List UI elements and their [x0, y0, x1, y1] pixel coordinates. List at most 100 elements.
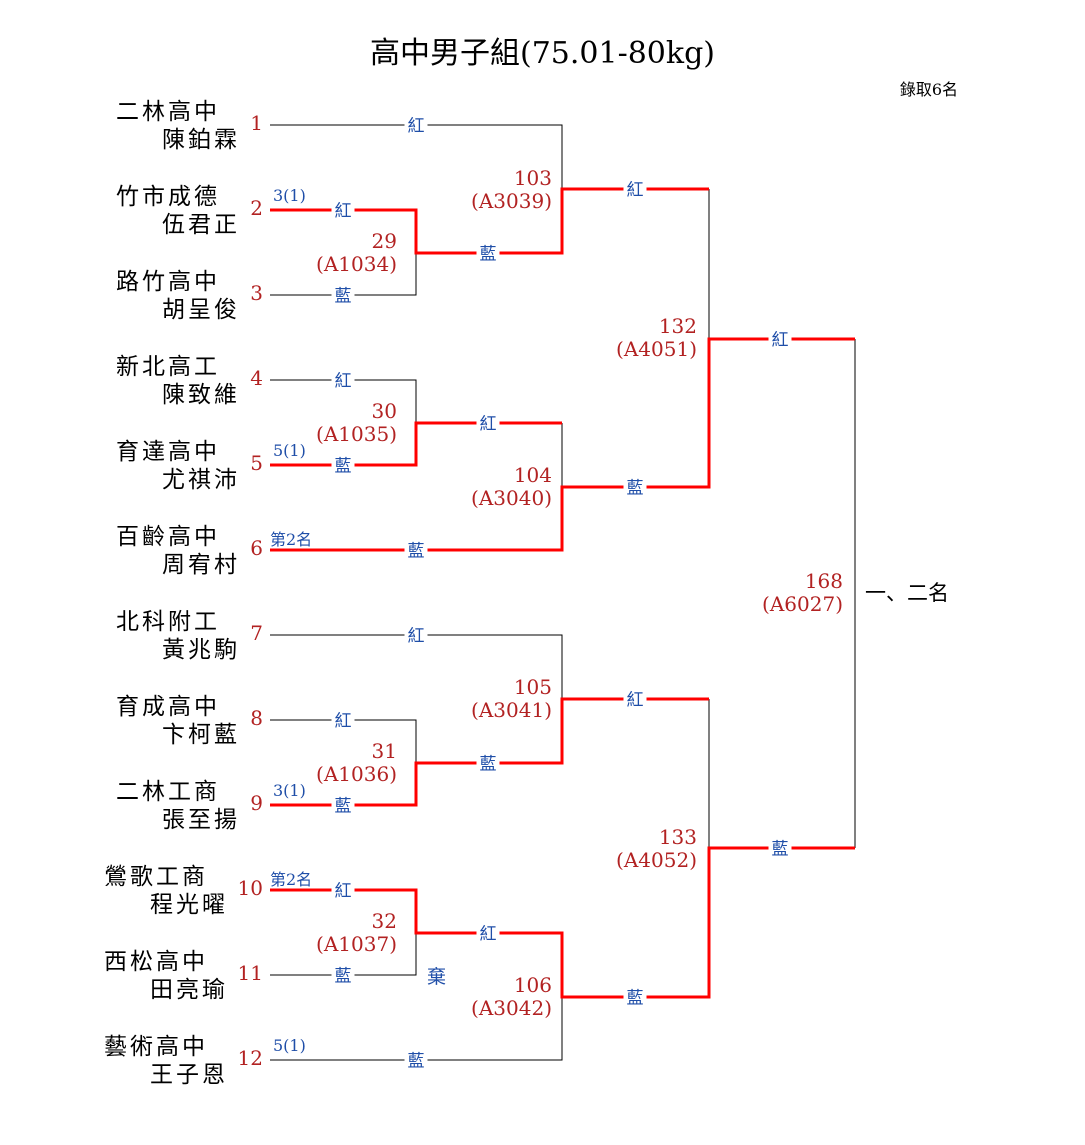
seed-number: 2 — [250, 196, 263, 220]
athlete-name: 黃兆駒 — [162, 637, 240, 663]
line-entry-7 — [270, 634, 563, 699]
seed-number: 1 — [250, 111, 263, 135]
match-label: 29(A1034) — [316, 230, 397, 276]
seed-number: 5 — [250, 451, 263, 475]
match-label: 30(A1035) — [316, 400, 397, 446]
school-name: 育達高中 — [116, 439, 220, 465]
match-label: 133(A4052) — [616, 826, 697, 872]
match-code: (A3042) — [471, 996, 552, 1020]
school-name: 北科附工 — [116, 609, 220, 635]
seed-number: 9 — [250, 791, 263, 815]
win-line-10 — [270, 846, 855, 999]
match-label: 105(A3041) — [471, 676, 552, 722]
corner-label: 紅 — [404, 111, 428, 137]
match-label: 104(A3040) — [471, 464, 552, 510]
match-code: (A1037) — [316, 932, 397, 956]
match-label: 106(A3042) — [471, 974, 552, 1020]
school-name: 路竹高中 — [116, 269, 220, 295]
corner-label: 紅 — [331, 876, 355, 902]
match-number: 30 — [371, 399, 397, 423]
result-note: 3(1) — [273, 781, 306, 800]
school-name: 新北高工 — [116, 354, 220, 380]
line-entry-8 — [270, 719, 417, 763]
corner-label: 紅 — [331, 366, 355, 392]
winner-corner-label: 紅 — [623, 175, 647, 201]
corner-label: 藍 — [404, 1046, 428, 1072]
match-number: 133 — [658, 825, 697, 849]
result-note: 第2名 — [270, 870, 313, 889]
corner-label: 紅 — [404, 621, 428, 647]
school-name: 藝術高中 — [104, 1034, 208, 1060]
athlete-name: 胡呈俊 — [162, 297, 240, 323]
corner-label: 藍 — [404, 536, 428, 562]
corner-label: 紅 — [331, 706, 355, 732]
match-code: (A3041) — [471, 698, 552, 722]
corner-label: 藍 — [331, 961, 355, 987]
match-number: 106 — [513, 973, 552, 997]
winner-corner-label: 藍 — [623, 983, 647, 1009]
athlete-name: 伍君正 — [162, 212, 240, 238]
match-label: 32(A1037) — [316, 910, 397, 956]
athlete-name: 周宥村 — [162, 552, 240, 578]
match-code: (A3039) — [471, 189, 552, 213]
match-number: 132 — [658, 314, 697, 338]
winner-corner-label: 紅 — [476, 919, 500, 945]
match-label: 132(A4051) — [616, 315, 697, 361]
athlete-name: 張至揚 — [162, 807, 240, 833]
school-name: 百齡高中 — [116, 524, 220, 550]
quota-label: 錄取6名 — [899, 80, 958, 99]
final-placement-label: 一、二名 — [865, 581, 949, 605]
athlete-name: 陳鉑霖 — [162, 127, 240, 153]
line-entry-1 — [270, 124, 563, 189]
match-label: 31(A1036) — [316, 740, 397, 786]
seed-number: 7 — [250, 621, 263, 645]
athlete-name: 尤祺沛 — [162, 467, 240, 493]
athlete-name: 程光曜 — [150, 892, 228, 918]
match-number: 168 — [804, 569, 843, 593]
result-note: 3(1) — [273, 186, 306, 205]
page-title: 高中男子組(75.01-80kg) — [370, 36, 715, 71]
match-label: 103(A3039) — [471, 167, 552, 213]
seed-number: 12 — [237, 1046, 263, 1070]
match-number: 105 — [513, 675, 552, 699]
athlete-name: 王子恩 — [150, 1062, 228, 1088]
school-name: 西松高中 — [104, 949, 208, 975]
seed-number: 3 — [250, 281, 263, 305]
corner-label: 藍 — [331, 451, 355, 477]
winner-corner-label: 藍 — [623, 473, 647, 499]
school-name: 二林工商 — [116, 779, 220, 805]
winner-corner-label: 紅 — [768, 325, 792, 351]
match-number: 32 — [371, 909, 397, 933]
athlete-name: 卞柯藍 — [162, 722, 240, 748]
result-note: 5(1) — [273, 1036, 306, 1055]
match-number: 103 — [513, 166, 552, 190]
match-code: (A1034) — [316, 252, 397, 276]
match-label: 168(A6027) — [762, 570, 843, 616]
seed-number: 8 — [250, 706, 263, 730]
match-code: (A4051) — [616, 337, 697, 361]
line-entry-11 — [270, 933, 417, 976]
line-entry-12 — [270, 997, 563, 1061]
athlete-name: 陳致維 — [162, 382, 240, 408]
winner-corner-label: 藍 — [476, 239, 500, 265]
seed-number: 4 — [250, 366, 263, 390]
result-note: 5(1) — [273, 441, 306, 460]
line-entry-4 — [270, 379, 417, 423]
match-number: 29 — [371, 229, 397, 253]
winner-corner-label: 紅 — [476, 409, 500, 435]
match-code: (A6027) — [762, 592, 843, 616]
match-code: (A1035) — [316, 422, 397, 446]
corner-label: 藍 — [331, 281, 355, 307]
seed-number: 6 — [250, 536, 263, 560]
line-entry-3 — [270, 253, 417, 296]
school-name: 竹市成德 — [116, 184, 220, 210]
winner-corner-label: 藍 — [476, 749, 500, 775]
match-number: 104 — [513, 463, 552, 487]
winner-corner-label: 藍 — [768, 834, 792, 860]
result-note: 第2名 — [270, 530, 313, 549]
match-number: 31 — [371, 739, 397, 763]
forfeit-label: 棄 — [427, 966, 447, 988]
athlete-name: 田亮瑜 — [150, 977, 228, 1003]
school-name: 二林高中 — [116, 99, 220, 125]
